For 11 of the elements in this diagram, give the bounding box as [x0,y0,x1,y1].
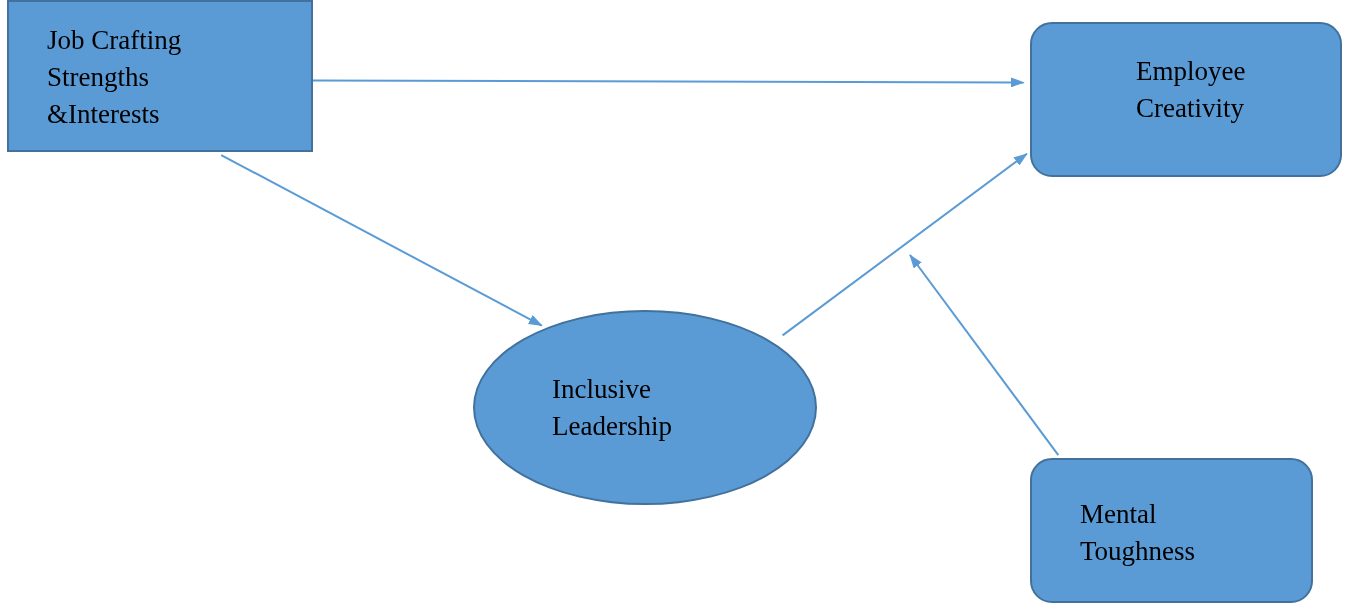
node-label: Mental Toughness [1080,498,1197,568]
node-label: Inclusive Leadership [552,372,673,443]
process-box [1030,22,1342,177]
arrow [781,152,1028,337]
arrow [312,77,1025,88]
node-label: Employee Creativity [1136,54,1247,125]
process-box [7,0,313,152]
arrow [220,154,543,327]
arrow [909,254,1060,457]
node-label: Job Crafting Strengths &Interests [47,24,183,131]
process-box [1030,458,1313,603]
